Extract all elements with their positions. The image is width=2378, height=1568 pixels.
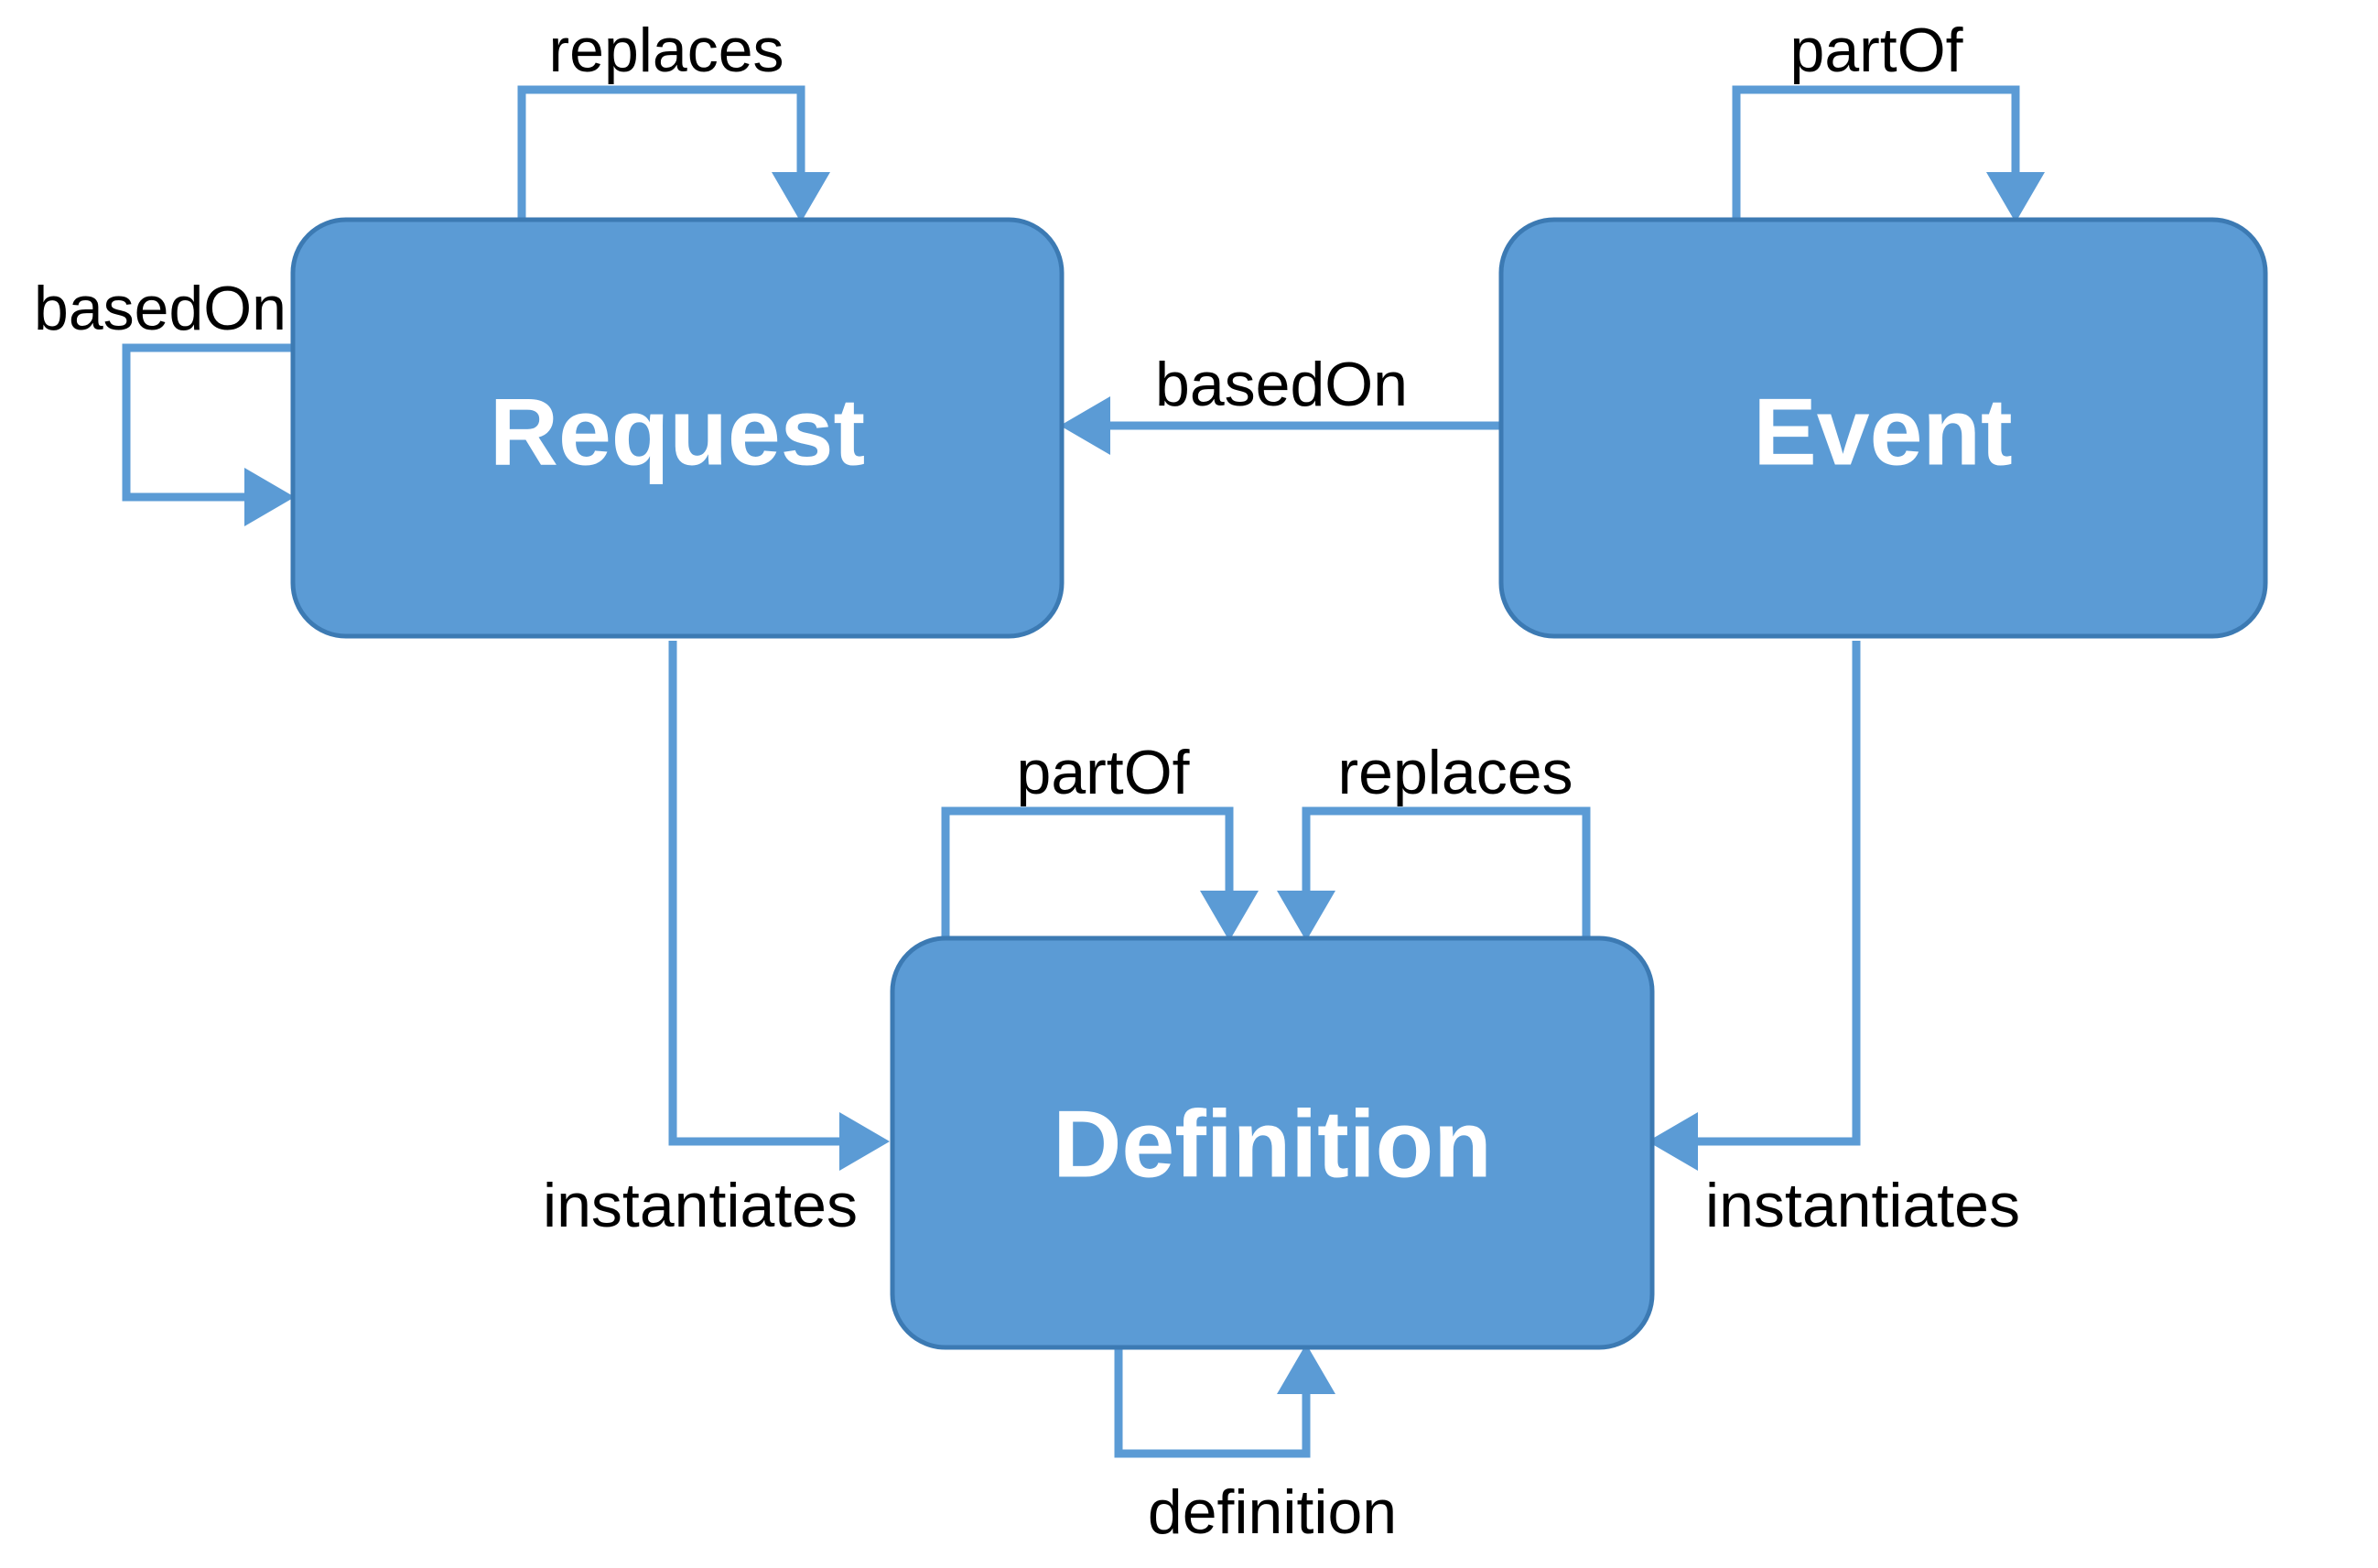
arrow-head-replaces-request bbox=[772, 172, 830, 222]
edge-request-instantiates-definition bbox=[668, 641, 890, 1171]
edge-path-instantiates-event bbox=[1689, 641, 1861, 1146]
arrow-head-definition-definition bbox=[1277, 1344, 1335, 1394]
edge-label-replaces-definition: replaces bbox=[1337, 738, 1573, 807]
edge-label-partof-definition: partOf bbox=[1017, 738, 1190, 807]
node-request-shape[interactable] bbox=[290, 217, 1065, 639]
edge-path-definition-definition bbox=[1114, 1346, 1311, 1458]
node-definition[interactable]: Definition bbox=[890, 935, 1655, 1350]
edge-path-replaces-definition bbox=[1302, 806, 1591, 940]
edge-path-instantiates-request bbox=[668, 641, 851, 1146]
edge-request-replaces-self bbox=[517, 85, 830, 222]
node-request-label: Request bbox=[490, 379, 865, 485]
arrow-head-partof-event bbox=[1986, 172, 2045, 222]
edge-label-instantiates-request: instantiates bbox=[543, 1171, 858, 1240]
arrow-head-basedon-request-self bbox=[244, 468, 295, 526]
edge-path-partof-event bbox=[1732, 85, 2020, 222]
edge-event-instantiates-definition bbox=[1648, 641, 1861, 1171]
arrow-head-basedon-event-request bbox=[1060, 396, 1110, 455]
edge-label-definition-definition: definition bbox=[1148, 1477, 1397, 1547]
edge-request-basedon-self bbox=[122, 343, 295, 526]
arrow-head-instantiates-event bbox=[1648, 1112, 1698, 1171]
edge-definition-partof-self bbox=[941, 806, 1259, 941]
node-request[interactable]: Request bbox=[290, 217, 1065, 639]
edge-definition-replaces-self bbox=[1277, 806, 1591, 941]
arrow-head-replaces-definition bbox=[1277, 891, 1335, 941]
edge-label-basedon-event-request: basedOn bbox=[1155, 350, 1408, 419]
edge-label-replaces-request: replaces bbox=[548, 16, 784, 85]
node-definition-shape[interactable] bbox=[890, 935, 1655, 1350]
edge-path-basedon-request-self bbox=[122, 343, 293, 502]
edge-event-partof-self bbox=[1732, 85, 2045, 222]
node-event-label: Event bbox=[1753, 379, 2012, 485]
arrow-head-partof-definition bbox=[1200, 891, 1259, 941]
node-event-shape[interactable] bbox=[1498, 217, 2268, 639]
arrow-head-instantiates-request bbox=[839, 1112, 890, 1171]
edge-event-basedon-request bbox=[1060, 396, 1501, 455]
edge-definition-definition-self bbox=[1114, 1344, 1335, 1458]
edge-path-replaces-request bbox=[517, 85, 805, 222]
edge-label-partof-event: partOf bbox=[1790, 16, 1963, 85]
edge-path-partof-definition bbox=[941, 806, 1234, 940]
node-definition-label: Definition bbox=[1053, 1091, 1491, 1197]
edge-label-basedon-request-self: basedOn bbox=[34, 274, 286, 343]
edge-label-instantiates-event: instantiates bbox=[1705, 1171, 2020, 1240]
node-event[interactable]: Event bbox=[1498, 217, 2268, 639]
